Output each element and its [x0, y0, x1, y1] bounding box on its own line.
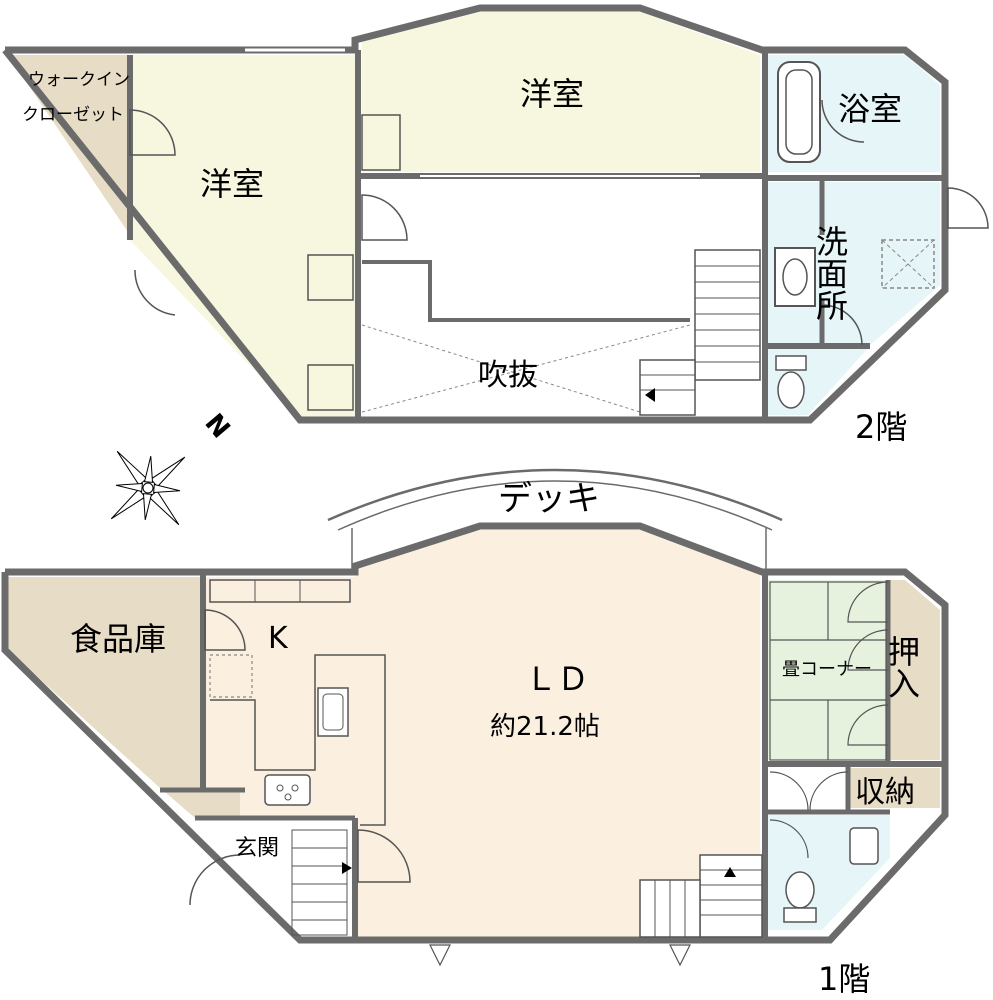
- first-floor: [1, 468, 949, 967]
- washbasin: [774, 247, 816, 307]
- cooktop: [264, 774, 311, 806]
- stairs-2f: [639, 249, 761, 416]
- tatami-corner: [768, 580, 888, 760]
- western-room-top: [362, 12, 760, 172]
- label-western-top: 洋室: [520, 75, 584, 113]
- label-storage: 収納: [855, 775, 915, 810]
- label-western-left: 洋室: [200, 165, 264, 203]
- second-floor: [2, 4, 989, 424]
- stairs-1f: [639, 854, 763, 938]
- storage: [850, 768, 940, 808]
- label-walkin-closet-1: ウォークイン: [28, 70, 130, 90]
- label-deck: デッキ: [498, 479, 600, 519]
- label-washroom-text: 洗面所: [811, 225, 849, 321]
- outer-wall-1f: [1, 522, 949, 944]
- living-dining: [355, 530, 760, 938]
- void-area: [362, 180, 760, 418]
- label-ld: ＬＤ: [525, 660, 589, 698]
- outer-wall-2f: [2, 4, 949, 424]
- floor-1-label: 1階: [818, 960, 870, 998]
- walk-in-closet: [8, 55, 130, 235]
- label-void: 吹抜: [478, 358, 538, 393]
- western-room-left: [130, 55, 355, 418]
- label-entrance: 玄関: [235, 836, 279, 861]
- label-washroom: 洗面所: [811, 225, 849, 321]
- pantry: [8, 577, 200, 788]
- label-oshiire-text: 押入: [883, 635, 921, 699]
- compass: N: [110, 408, 236, 526]
- label-walkin-closet-2: クローゼット: [22, 105, 124, 125]
- label-kitchen: K: [268, 621, 289, 656]
- label-tatami-corner: 畳コーナー: [782, 659, 872, 680]
- deck-arc: [327, 468, 783, 522]
- label-bathroom: 浴室: [838, 90, 902, 128]
- label-pantry: 食品庫: [70, 620, 166, 658]
- bathtub: [777, 61, 821, 163]
- floor-2-label: 2階: [855, 408, 907, 446]
- label-ld-area: 約21.2帖: [490, 712, 600, 742]
- oshiire: [890, 580, 940, 760]
- kitchen-counter: [210, 654, 386, 826]
- label-oshiire: 押入: [883, 635, 921, 699]
- toilet-2f-fixture: [775, 355, 807, 371]
- compass-north-label: N: [199, 408, 236, 444]
- washer-pan: [881, 239, 935, 289]
- kitchen: [205, 577, 355, 828]
